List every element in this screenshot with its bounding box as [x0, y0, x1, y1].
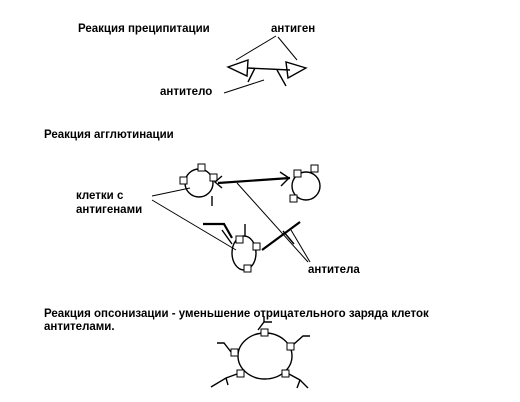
opsonization-title-line2: антителами.: [44, 321, 115, 333]
opsonization-complex: [210, 316, 310, 389]
antigen-receptor: [235, 235, 244, 244]
agglutination-antibodies: [203, 171, 301, 251]
antibody-bottom-left-arm: [225, 377, 229, 386]
antigen-receptor: [281, 369, 290, 378]
antigen-leader-left: [235, 35, 277, 61]
cell-body: [184, 168, 214, 198]
cell-body: [291, 171, 321, 201]
antigen-triangle-left: [226, 58, 249, 78]
antibody-fork-left: [213, 175, 223, 189]
antibodies-leader-1: [236, 182, 309, 263]
antigen-receptor: [252, 242, 261, 251]
agglutination-cell-bottom: [231, 235, 261, 273]
antigen-label: антиген: [271, 23, 316, 35]
antibodies-label: антитела: [308, 264, 360, 276]
agglutination-cell-top-right: [289, 164, 321, 203]
antigen-receptor: [289, 194, 298, 203]
agglutination-title: Реакция агглютинации: [44, 129, 174, 141]
antibody-bottom-left-arm: [221, 229, 233, 245]
antigen-receptor: [260, 328, 269, 337]
cells-label-line2: антигенами: [76, 204, 143, 216]
antigen-receptor: [310, 164, 319, 173]
antigen-receptor: [179, 176, 188, 185]
antibody-label: антитело: [160, 86, 213, 98]
antigen-receptor: [209, 173, 218, 182]
agglutination-leader-lines: [151, 182, 311, 263]
cells-label-line1: клетки с: [76, 190, 124, 202]
opsonization-title-line1: Реакция опсонизации - уменьшение отрицат…: [44, 308, 429, 320]
precipitation-title: Реакция преципитации: [78, 23, 210, 35]
antibody-arm-left: [247, 67, 256, 83]
antigen-receptor: [230, 348, 239, 357]
antibodies-leader-2: [290, 229, 311, 263]
antigen-receptor: [236, 369, 245, 378]
antigen-receptor: [286, 342, 295, 351]
antibody-bottom-left: [210, 373, 238, 388]
antigen-leader-right: [277, 36, 298, 61]
antigen-receptor: [197, 163, 206, 172]
antibody-left: [217, 342, 232, 353]
antibody-bridge-top: [217, 176, 291, 185]
cells-leader-bottom: [151, 199, 237, 251]
antigen-receptor: [293, 169, 302, 178]
antibody-bottom-right: [261, 221, 301, 251]
antibody-right: [293, 335, 310, 345]
antibody-bottom-left: [203, 222, 233, 239]
antibody-leader: [223, 79, 265, 94]
cells-leader-top: [151, 187, 191, 197]
antibody-bottom-right-arm: [282, 230, 295, 245]
antigen-receptor: [243, 264, 252, 273]
precipitation-leader-lines: [223, 35, 298, 94]
agglutination-cell-top-left: [179, 163, 218, 206]
antibody-bottom-right-arm: [296, 379, 301, 389]
antibody-arm-right: [276, 69, 287, 87]
precipitation-complex: [226, 58, 308, 87]
antibody-fork-right: [279, 171, 291, 187]
